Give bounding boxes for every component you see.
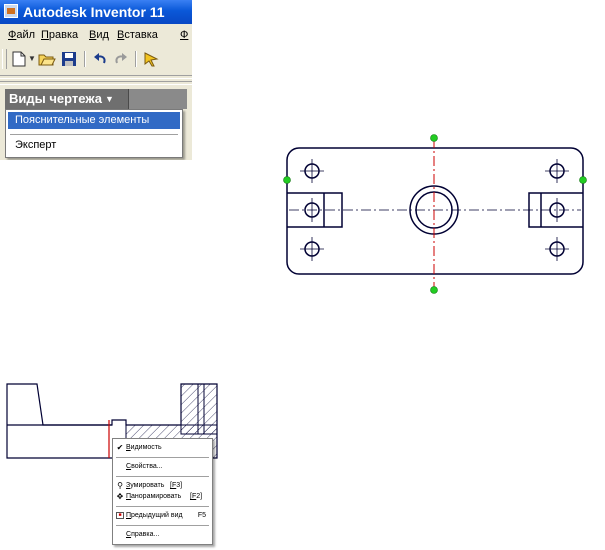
new-dropdown-icon[interactable]: ▼: [28, 54, 36, 63]
context-menu: ✔ Видимость Свойства... ⚲ Зумировать [F3…: [112, 438, 213, 545]
menu-insert[interactable]: Вставка: [117, 29, 158, 41]
inventor-window: Autodesk Inventor 11 Файл Правка Вид Вст…: [0, 0, 192, 160]
toolbar-divider: [0, 81, 192, 85]
menu-item-help[interactable]: Справка...: [126, 531, 160, 538]
new-icon[interactable]: [10, 50, 28, 68]
checkmark-icon: ✔: [116, 443, 124, 452]
menu-separator: [116, 476, 209, 477]
menu-separator: [116, 457, 209, 458]
redo-icon[interactable]: [112, 50, 130, 68]
plate-outline: [286, 147, 584, 275]
dropdown-item-annotations[interactable]: Пояснительные элементы: [8, 112, 180, 129]
menu-file[interactable]: Файл: [8, 29, 36, 41]
zoom-icon: ⚲: [117, 481, 123, 490]
save-icon[interactable]: [60, 50, 78, 68]
menu-edit[interactable]: Правка: [41, 29, 79, 41]
window-title: Autodesk Inventor 11: [23, 4, 165, 20]
grip-left[interactable]: [283, 176, 291, 184]
grip-right[interactable]: [579, 176, 587, 184]
toolbar-separator: [135, 51, 137, 67]
menu-separator: [116, 525, 209, 526]
title-bar: Autodesk Inventor 11: [0, 0, 192, 24]
dropdown-separator: [10, 134, 178, 135]
grip-top[interactable]: [430, 134, 438, 142]
left-slot: [287, 192, 343, 228]
menu-item-previous-view[interactable]: ■ Предыдущий вид F5: [113, 510, 212, 522]
menu-separator: [116, 506, 209, 507]
drawing-views-panel-button[interactable]: Виды чертежа▼: [5, 89, 129, 109]
open-icon[interactable]: [38, 50, 56, 68]
chevron-down-icon: ▼: [104, 94, 114, 104]
menu-item-properties[interactable]: Свойства...: [126, 463, 163, 470]
pan-icon: ✥: [116, 492, 124, 501]
panel-bar: Виды чертежа▼: [5, 89, 187, 109]
menu-item-pan[interactable]: ✥ Панорамировать [F2]: [116, 492, 203, 501]
select-icon[interactable]: [142, 50, 160, 68]
panel-dropdown-menu: Пояснительные элементы Эксперт: [5, 109, 183, 158]
toolbar-grip[interactable]: [2, 49, 7, 69]
menu-view[interactable]: Вид: [89, 29, 109, 41]
app-icon: [4, 4, 18, 18]
menu-format[interactable]: Ф: [180, 29, 189, 41]
menu-bar: Файл Правка Вид Вставка Ф: [0, 24, 192, 46]
dropdown-item-expert[interactable]: Эксперт: [15, 139, 57, 151]
standard-toolbar: ▼: [0, 46, 192, 72]
undo-icon[interactable]: [91, 50, 109, 68]
toolbar-separator: [84, 51, 86, 67]
menu-item-zoom[interactable]: ⚲ Зумировать [F3]: [117, 481, 183, 490]
previous-view-icon: ■: [116, 512, 124, 519]
toolbar-divider: [0, 75, 192, 79]
menu-item-visibility[interactable]: ✔ Видимость: [116, 443, 162, 452]
panel-label: Виды чертежа: [9, 91, 102, 106]
grip-bottom[interactable]: [430, 286, 438, 294]
